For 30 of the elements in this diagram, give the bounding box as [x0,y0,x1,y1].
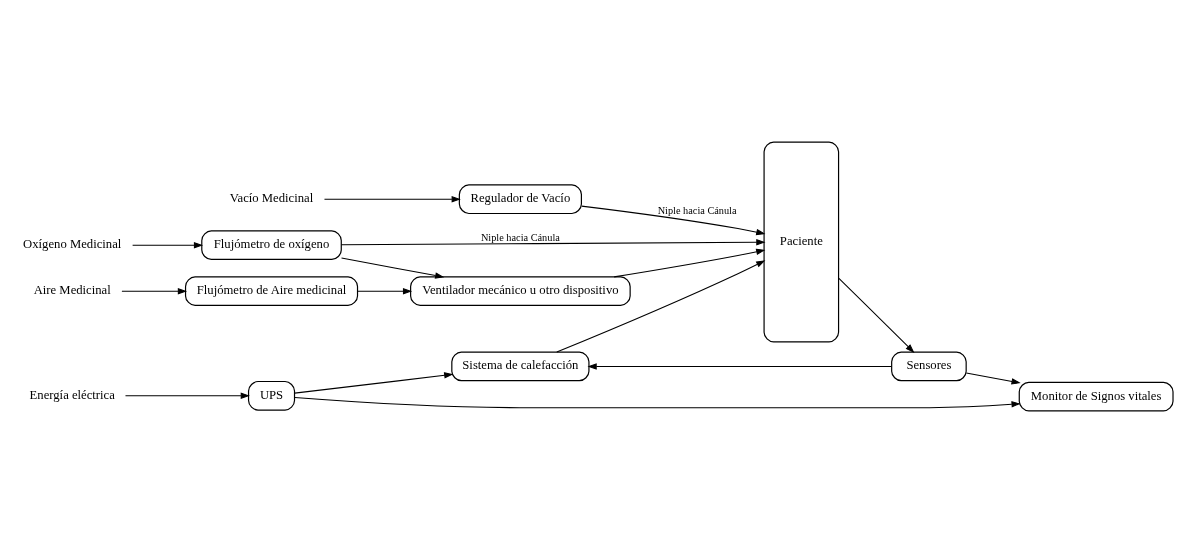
node-box: Paciente [763,141,840,343]
arrow [965,372,1021,385]
node-box: Regulador de Vacío [458,184,582,215]
arrow [587,363,892,370]
arrow [294,372,454,394]
arrow [323,196,461,203]
arrow [124,392,250,399]
node-text: Aire Medicinal [33,283,111,298]
node-box: UPS [247,380,296,411]
arrow [340,239,766,246]
edge-label: Niple hacia Cánula [480,231,560,243]
node-box: Flujómetro de Aire medicinal [184,276,359,307]
arrow [294,397,1021,409]
node-text: Vacío Medicinal [229,191,314,206]
node-box: Monitor de Signos vitales [1018,381,1174,412]
node-box: Flujómetro de oxígeno [201,230,342,261]
arrow [838,277,915,353]
node-box: Sensores [891,351,967,382]
node-box: Ventilador mecánico u otro dispositivo [410,276,631,307]
arrow [341,257,445,279]
arrow [357,287,413,295]
arrow [556,260,766,353]
arrow [613,248,766,278]
node-box: Sistema de calefacción [451,351,590,382]
node-text: Oxígeno Medicinal [23,237,122,252]
arrow [132,241,204,249]
arrow [121,287,188,295]
arrow [581,205,766,236]
node-text: Energía eléctrica [29,387,115,402]
edge-label: Niple hacia Cánula [657,204,737,216]
